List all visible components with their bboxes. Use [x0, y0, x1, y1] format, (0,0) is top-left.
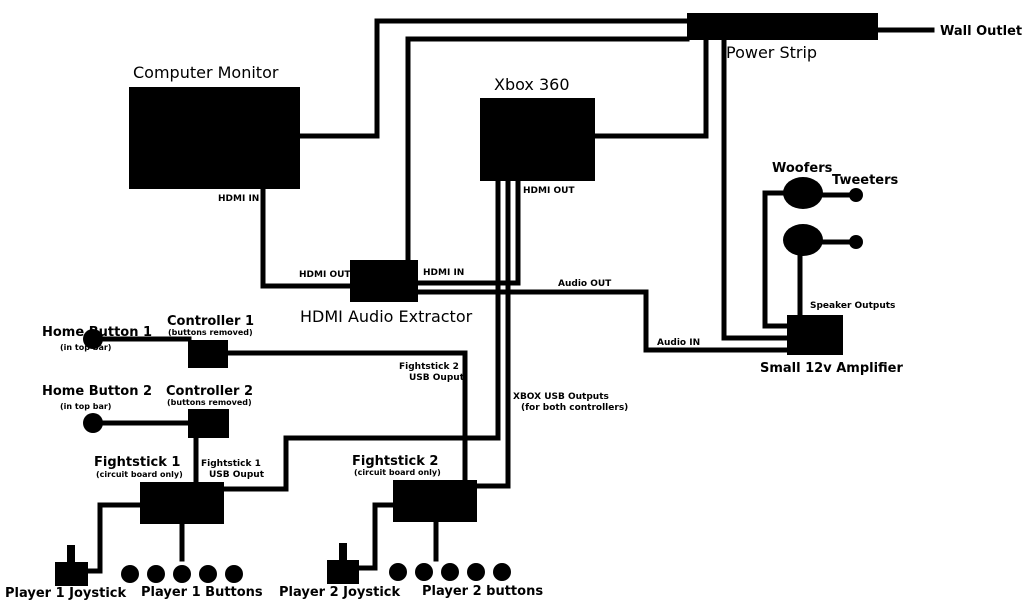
xbox-hdmi-out-label: HDMI OUT: [523, 186, 575, 196]
fightstick1-usb-label-1: Fightstick 1: [201, 459, 261, 469]
controller1-box: [188, 340, 228, 368]
player1-button: [225, 565, 243, 583]
wire-p2-joystick: [356, 502, 397, 571]
wire-p1-joystick: [85, 502, 143, 574]
controller1-label: Controller 1: [167, 314, 254, 329]
wires: [85, 18, 935, 574]
extractor-hdmi-in-label: HDMI IN: [423, 268, 464, 278]
wire-audio: [415, 289, 791, 353]
wire-fightstick2-usb: [473, 178, 511, 489]
wire-extractor-power: [405, 36, 690, 265]
tweeter-top: [849, 188, 863, 202]
controller1-note: (buttons removed): [168, 328, 253, 337]
controller2-label: Controller 2: [166, 384, 253, 399]
fightstick1-usb-label-2: USB Ouput: [209, 470, 265, 480]
woofer-bottom: [783, 224, 823, 256]
hdmi-extractor-box: [350, 260, 418, 302]
fightstick2-box: [393, 480, 477, 522]
xbox-usb-label-2: (for both controllers): [521, 403, 628, 413]
player2-joystick-base: [327, 560, 359, 584]
player1-joystick-base: [55, 562, 88, 586]
extractor-hdmi-out-label: HDMI OUT: [299, 270, 351, 280]
wire-xbox-power: [592, 37, 709, 139]
wire-fightstick1-usb: [221, 178, 501, 492]
player2-button: [493, 563, 511, 581]
controller2-box: [188, 409, 229, 438]
speaker-outputs-label: Speaker Outputs: [810, 301, 895, 311]
wire-monitor-power: [297, 18, 690, 139]
player1-button: [147, 565, 165, 583]
fightstick1-box: [140, 482, 224, 524]
player2-button: [441, 563, 459, 581]
wire-speaker-woofer: [762, 190, 791, 329]
wire-amplifier-power: [721, 37, 791, 341]
controller2-note: (buttons removed): [167, 398, 252, 407]
fightstick1-label: Fightstick 1: [94, 455, 180, 470]
amplifier-label: Small 12v Amplifier: [760, 361, 903, 376]
home-button2-note: (in top bar): [60, 402, 111, 411]
wall-outlet-label: Wall Outlet: [940, 24, 1022, 39]
player1-joystick-stick: [67, 545, 75, 563]
wire-xbox-hdmi: [415, 178, 521, 286]
player2-button: [415, 563, 433, 581]
player1-buttons-label: Player 1 Buttons: [141, 585, 263, 600]
tweeter-bottom: [849, 235, 863, 249]
fightstick2-usb-label-2: USB Ouput: [409, 373, 465, 383]
home-button1-note: (in top bar): [60, 343, 111, 352]
woofer-top: [783, 177, 823, 209]
xbox-usb-label-1: XBOX USB Outputs: [513, 392, 609, 402]
computer-monitor-label: Computer Monitor: [133, 63, 279, 82]
wire-monitor-hdmi: [260, 186, 355, 289]
labels: Power Strip Wall Outlet Computer Monitor…: [5, 24, 1022, 600]
player1-button: [121, 565, 139, 583]
fightstick2-note: (circuit board only): [354, 468, 441, 477]
power-strip-label: Power Strip: [726, 43, 817, 62]
player1-joystick-label: Player 1 Joystick: [5, 586, 127, 600]
home-button-2: [83, 413, 103, 433]
devices: [55, 13, 878, 586]
home-button2-label: Home Button 2: [42, 384, 152, 399]
xbox-label: Xbox 360: [494, 75, 570, 94]
hdmi-extractor-label: HDMI Audio Extractor: [300, 307, 473, 326]
tweeters-label: Tweeters: [832, 173, 899, 188]
player2-button: [467, 563, 485, 581]
player2-button: [389, 563, 407, 581]
monitor-hdmi-in-label: HDMI IN: [218, 194, 259, 204]
player2-joystick-label: Player 2 Joystick: [279, 585, 401, 600]
computer-monitor-box: [129, 87, 300, 189]
audio-out-label: Audio OUT: [558, 279, 612, 289]
xbox-box: [480, 98, 595, 181]
home-button1-label: Home Button 1: [42, 325, 152, 340]
amplifier-box: [787, 315, 843, 355]
fightstick2-usb-label-1: Fightstick 2: [399, 362, 459, 372]
power-strip-box: [687, 13, 878, 40]
player1-button: [199, 565, 217, 583]
home-button-1: [83, 329, 103, 349]
fightstick1-note: (circuit board only): [96, 470, 183, 479]
fightstick2-label: Fightstick 2: [352, 454, 438, 469]
audio-in-label: Audio IN: [657, 338, 700, 348]
player2-buttons-label: Player 2 buttons: [422, 584, 543, 599]
woofers-label: Woofers: [772, 161, 833, 176]
player1-button: [173, 565, 191, 583]
player2-joystick-stick: [339, 543, 347, 561]
